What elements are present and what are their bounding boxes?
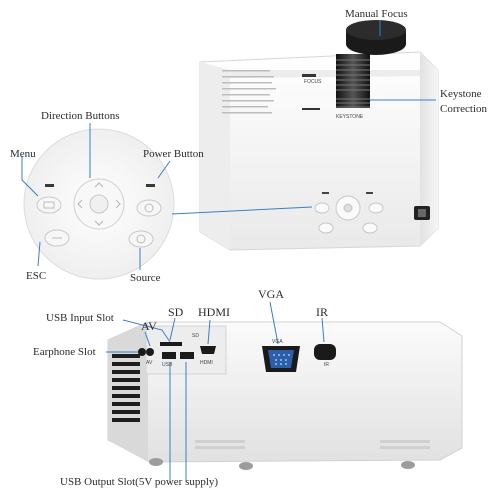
label-esc: ESC <box>26 270 47 282</box>
print-focus: FOCUS <box>304 79 322 85</box>
label-power-button: Power Button <box>143 148 204 160</box>
button-panel-zoom <box>23 128 175 280</box>
label-menu: Menu <box>10 148 36 160</box>
label-hdmi: HDMI <box>198 305 230 319</box>
callout-lines-bottom <box>106 301 325 482</box>
label-keystone-line1: Keystone <box>440 88 482 100</box>
bottom-projector-body <box>107 321 463 470</box>
label-source: Source <box>130 272 161 284</box>
print-ir: IR <box>324 362 329 368</box>
label-usb-input-slot: USB Input Slot <box>46 312 114 324</box>
keystone-wheel <box>336 96 370 108</box>
label-earphone-slot: Earphone Slot <box>33 346 96 358</box>
print-usb: USB <box>162 362 173 368</box>
label-vga: VGA <box>258 287 284 301</box>
print-hdmi: HDMI <box>200 360 213 366</box>
label-manual-focus: Manual Focus <box>345 8 408 20</box>
top-button-cluster <box>314 192 384 234</box>
focus-knob <box>336 20 406 98</box>
label-usb-output-slot: USB Output Slot(5V power supply) <box>60 476 219 488</box>
label-ir: IR <box>316 305 328 319</box>
print-vga: VGA <box>272 339 283 345</box>
label-av: AV <box>141 319 157 333</box>
label-direction-buttons: Direction Buttons <box>41 110 120 122</box>
label-keystone-line2: Correction <box>440 103 488 115</box>
callout-lines-top <box>21 20 436 270</box>
label-sd: SD <box>168 305 184 319</box>
print-sd: SD <box>192 333 199 339</box>
print-av: AV <box>146 360 153 366</box>
top-projector-body <box>199 51 439 251</box>
print-keystone: KEYSTONE <box>336 114 364 120</box>
